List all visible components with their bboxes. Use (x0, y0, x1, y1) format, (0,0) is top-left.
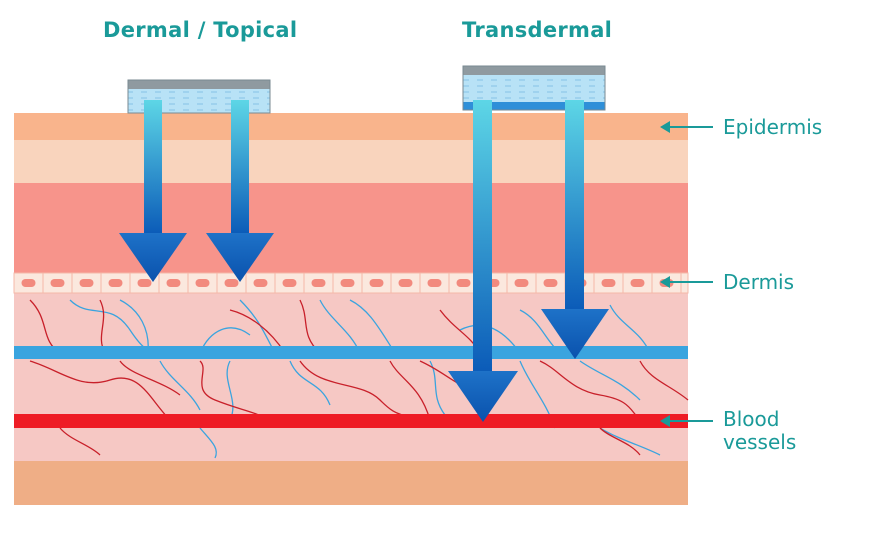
transdermal-arrow-right (541, 100, 609, 359)
dermis-cell-nucleus (166, 279, 181, 287)
label-pointers (660, 121, 713, 427)
dermis-cell-nucleus (456, 279, 471, 287)
transdermal-title: Transdermal (462, 18, 613, 42)
epidermis-inner-layer (14, 140, 688, 183)
transdermal-arrow-left (448, 100, 518, 422)
dermis-cell-nucleus (398, 279, 413, 287)
dermis-cells (13, 272, 689, 294)
blood-vessels-label-line2: vessels (723, 430, 797, 454)
dermis-cell-nucleus (253, 279, 268, 287)
epidermis-label: Epidermis (723, 115, 823, 139)
blood-vessels-label-line1: Blood (723, 407, 780, 431)
dermis-cell-nucleus (50, 279, 65, 287)
dermis-cell-nucleus (543, 279, 558, 287)
upper-dermis-layer (14, 183, 688, 273)
epidermis-pointer-arrow (660, 121, 713, 133)
dermis-cell-nucleus (79, 279, 94, 287)
artery-vessel (14, 414, 688, 428)
dermis-cell-nucleus (630, 279, 645, 287)
dermis-pointer-arrow (660, 276, 713, 288)
dermis-cell-nucleus (224, 279, 239, 287)
dermis-cell-nucleus (195, 279, 210, 287)
dermis-cell-nucleus (514, 279, 529, 287)
dermis-cell-nucleus (108, 279, 123, 287)
dermis-cell-nucleus (311, 279, 326, 287)
dermis-cell-nucleus (427, 279, 442, 287)
blood-vessels-label: Blood vessels (723, 408, 796, 454)
epidermis-outer-layer (14, 113, 688, 140)
dermal-arrow-left (119, 100, 187, 282)
vein-vessel (14, 346, 688, 359)
dermis-cell-nucleus (282, 279, 297, 287)
blood-vessels-pointer-arrow (660, 415, 713, 427)
dermis-cell-nucleus (137, 279, 152, 287)
subcutaneous-layer (14, 461, 688, 505)
dermal-arrow-right (206, 100, 274, 282)
dermis-cell-nucleus (369, 279, 384, 287)
dermis-cell-nucleus (340, 279, 355, 287)
dermis-cell-nucleus (601, 279, 616, 287)
dermal-topical-title: Dermal / Topical (103, 18, 298, 42)
dermis-cell-nucleus (21, 279, 36, 287)
dermis-label: Dermis (723, 270, 795, 294)
